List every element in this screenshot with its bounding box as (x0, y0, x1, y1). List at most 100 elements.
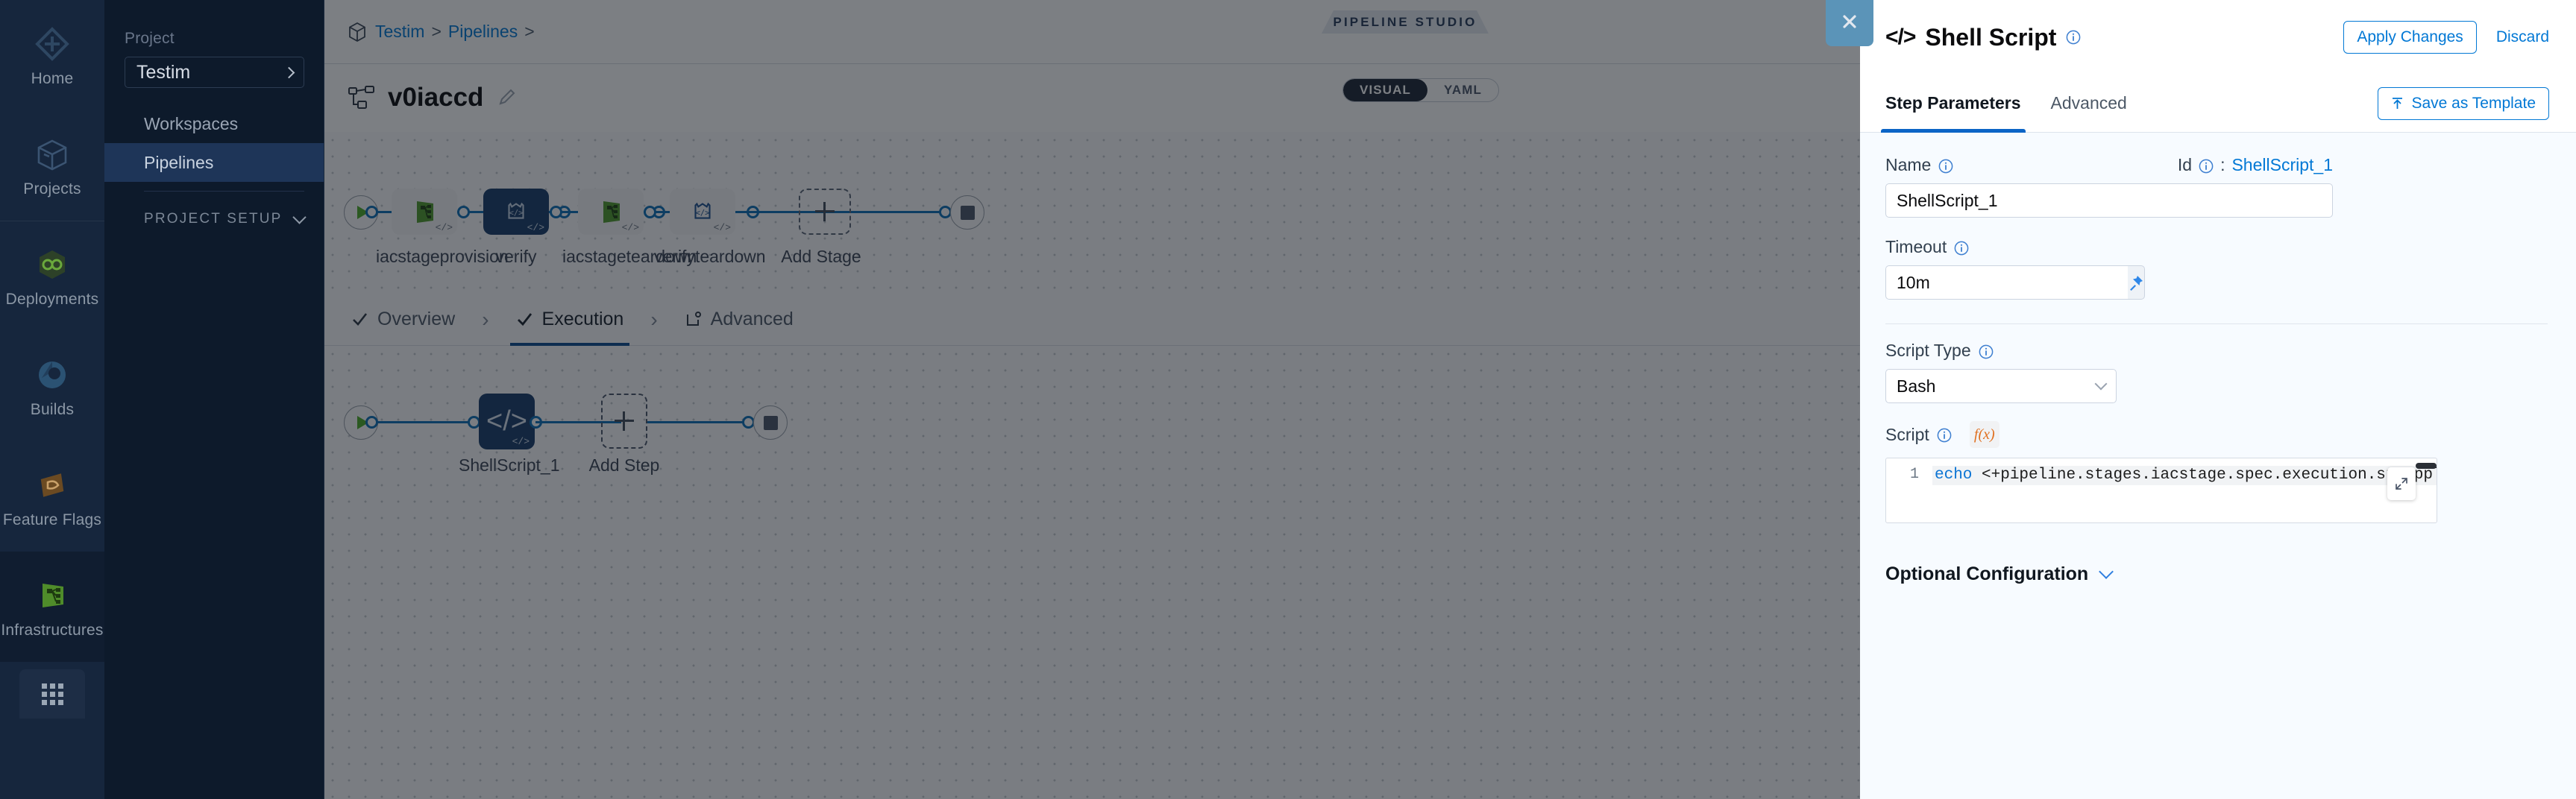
save-as-template-label: Save as Template (2411, 94, 2536, 112)
stage-node-iacstageteardown[interactable]: </> (578, 189, 644, 235)
chevron-down-icon (292, 209, 307, 224)
rail-item-home[interactable]: Home (0, 0, 104, 110)
pipeline-end-node (950, 195, 984, 230)
info-icon[interactable] (2066, 30, 2081, 45)
script-code-editor[interactable]: 1 echo <+pipeline.stages.iacstage.spec.e… (1885, 458, 2437, 523)
optional-configuration-toggle[interactable]: Optional Configuration (1885, 563, 2548, 585)
tab-execution-label: Execution (541, 309, 624, 329)
script-type-select[interactable]: Bash (1885, 369, 2117, 403)
add-step-label: Add Step (588, 455, 660, 475)
rail-item-deployments[interactable]: Deployments (0, 221, 104, 331)
stage-node-iacstageprovision[interactable]: </> (392, 189, 457, 235)
code-icon: </> (1885, 25, 1916, 49)
cube-icon (33, 135, 72, 174)
view-mode-yaml[interactable]: YAML (1443, 83, 1482, 97)
stage-port-1a (457, 206, 470, 218)
stop-icon (763, 415, 778, 430)
rail-item-feature-flags[interactable]: Feature Flags (0, 441, 104, 552)
id-value: ShellScript_1 (2231, 155, 2333, 174)
rail-item-projects[interactable]: Projects (0, 110, 104, 221)
step-port-0a (365, 416, 378, 429)
code-tail: ppl (2413, 467, 2437, 484)
view-mode-toggle: VISUAL YAML (1342, 78, 1499, 102)
breadcrumb-item-pipelines[interactable]: Pipelines (447, 22, 518, 41)
stage-label-iacstageteardown: iacstageteardown (562, 247, 697, 266)
info-icon[interactable] (1937, 427, 1952, 443)
close-icon (1840, 12, 1859, 35)
code-line-1: 1 echo <+pipeline.stages.iacstage.spec.e… (1886, 458, 2437, 485)
project-setup-toggle[interactable]: PROJECT SETUP (144, 209, 307, 227)
pin-icon[interactable] (2128, 265, 2145, 300)
script-label-group: Script f(x) (1885, 421, 2548, 448)
chevron-right-icon (283, 66, 295, 78)
tab-advanced-label: Advanced (710, 309, 794, 329)
rail-item-builds[interactable]: Builds (0, 331, 104, 441)
drawer-title: Shell Script (1925, 23, 2057, 51)
script-label: Script (1885, 424, 1929, 444)
code-scrollbar[interactable] (2416, 463, 2437, 469)
stage-badge-2: </> (621, 222, 639, 233)
project-selector[interactable]: Testim (125, 57, 304, 88)
tab-advanced[interactable]: Advanced (679, 294, 799, 346)
pipeline-nodes-icon (348, 85, 376, 110)
save-as-template-button[interactable]: Save as Template (2378, 86, 2549, 120)
name-input[interactable] (1885, 183, 2333, 218)
expand-icon[interactable] (2387, 467, 2416, 500)
pencil-icon[interactable] (497, 88, 516, 107)
chevron-down-icon (2094, 377, 2108, 391)
gear-circle-icon (33, 356, 72, 394)
verify-shield-icon: </> (508, 202, 524, 219)
rail-label-deployments: Deployments (5, 291, 99, 308)
script-type-value: Bash (1897, 376, 1936, 396)
close-drawer-button[interactable] (1826, 0, 1873, 46)
info-icon[interactable] (2199, 158, 2214, 173)
id-separator: : (2220, 155, 2225, 174)
timeout-input[interactable] (1885, 265, 2128, 300)
stage-badge-0: </> (435, 222, 453, 233)
add-stage-label: Add Stage (781, 247, 861, 266)
info-icon[interactable] (1954, 240, 1969, 255)
tab-drawer-advanced[interactable]: Advanced (2050, 93, 2127, 113)
timeout-label: Timeout (1885, 237, 1947, 256)
line-number: 1 (1909, 466, 1919, 483)
view-mode-visual[interactable]: VISUAL (1343, 79, 1427, 101)
tab-execution[interactable]: Execution (509, 294, 630, 346)
tab-overview[interactable]: Overview (345, 294, 461, 346)
project-setup-label: PROJECT SETUP (144, 211, 283, 227)
expression-fx-button[interactable]: f(x) (1969, 421, 1999, 448)
breadcrumb-item-testim[interactable]: Testim (375, 22, 425, 41)
breadcrumb-separator: > (431, 22, 442, 41)
plus-icon (615, 411, 634, 431)
code-icon: </> (486, 405, 527, 437)
chevron-down-icon (2099, 564, 2114, 579)
stage-label-verifyteardown: verifyteardown (654, 247, 766, 266)
fx-label: f(x) (1973, 426, 1995, 443)
step-edge-0 (371, 421, 475, 423)
project-section-label: Project (125, 30, 175, 47)
add-step-button[interactable] (601, 394, 647, 449)
discard-button[interactable]: Discard (2495, 28, 2549, 45)
info-icon[interactable] (1938, 158, 1953, 173)
step-node-shellscript-1[interactable]: </> </> (479, 394, 535, 449)
verify-shield-icon: </> (694, 202, 711, 219)
step-config-drawer: </> Shell Script Apply Changes Discard S… (1860, 0, 2576, 799)
timeout-field (1885, 265, 2145, 300)
nav-item-pipelines[interactable]: Pipelines (104, 143, 324, 182)
nav-item-pipelines-label: Pipelines (144, 152, 214, 172)
stage-node-verifyteardown[interactable]: </> </> (670, 189, 735, 235)
tab-separator-2: › (650, 307, 658, 331)
tab-step-parameters[interactable]: Step Parameters (1881, 75, 2026, 133)
id-label: Id (2177, 155, 2193, 174)
grid-apps-glyph (41, 683, 63, 705)
rail-item-infrastructures[interactable]: Infrastructures (0, 552, 104, 662)
grid-apps-icon[interactable] (19, 669, 85, 719)
rail-label-home: Home (31, 69, 74, 87)
stage-node-verify[interactable]: </> </> (483, 189, 549, 235)
info-icon[interactable] (1979, 344, 1994, 359)
nav-item-workspaces[interactable]: Workspaces (104, 104, 324, 143)
apply-changes-button[interactable]: Apply Changes (2343, 21, 2477, 54)
add-stage-button[interactable] (799, 189, 851, 235)
infinity-hex-icon (33, 245, 72, 284)
step-end-node (753, 405, 788, 440)
svg-text:</>: </> (696, 209, 710, 218)
